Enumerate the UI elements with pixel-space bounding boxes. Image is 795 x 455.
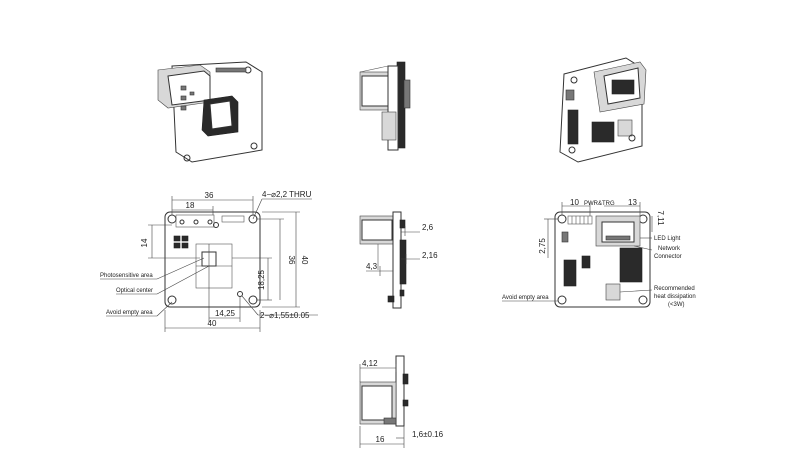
dim-40-width: 40	[208, 319, 217, 328]
dim-2-75: 2,75	[538, 238, 547, 254]
dim-10: 10	[570, 198, 579, 207]
dim-36: 36	[205, 191, 214, 200]
label-led-light: LED Light	[654, 236, 681, 242]
label-avoid-empty-area-back: Avoid empty area	[502, 295, 549, 301]
dim-40-vertical: 40	[300, 256, 309, 265]
label-heat-line-3: (<3W)	[668, 302, 685, 308]
dim-2-6: 2,6	[422, 223, 434, 232]
dim-18: 18	[186, 201, 195, 210]
dim-1-6: 1,6±0.16	[412, 430, 444, 439]
label-photosensitive-area: Photosensitive area	[100, 273, 153, 279]
dim-4-12: 4,12	[362, 359, 378, 368]
iso-back-view	[559, 57, 647, 163]
iso-front-view	[157, 61, 263, 163]
label-avoid-empty-area: Avoid empty area	[106, 310, 153, 316]
dim-16: 16	[376, 435, 385, 444]
side-view-2d: 2,6 2,16 4,3	[359, 211, 438, 309]
dim-18-25: 18,25	[257, 269, 266, 290]
dim-14-25: 14,25	[215, 309, 236, 318]
dim-2-16: 2,16	[422, 251, 438, 260]
label-connector: Connector	[654, 254, 682, 260]
iso-side-view	[359, 61, 411, 151]
front-view-2d: 36 18 14 18,25 36 40 14,25 40	[100, 190, 318, 332]
dim-7-11: 7,11	[656, 211, 665, 227]
bottom-view-2d: 4,12 16 1,6±0.16	[359, 355, 444, 448]
mount-hole-note: 4−⌀2,2 THRU	[262, 190, 312, 199]
label-pwr-trg: PWR&TRG	[584, 201, 615, 207]
label-heat-line-2: heat dissipation	[654, 294, 696, 300]
label-heat-line-1: Recommended	[654, 286, 695, 292]
label-network: Network	[658, 246, 681, 252]
dim-13: 13	[628, 198, 637, 207]
label-optical-center: Optical center	[116, 288, 153, 294]
back-view-2d: 10 13 PWR&TRG 2,75 7,11 LED Light Networ…	[502, 198, 696, 308]
locate-hole-note: 2−⌀1,55±0.05	[260, 311, 310, 320]
dim-14: 14	[140, 238, 149, 247]
dim-36-vertical: 36	[287, 256, 296, 265]
dim-4-3: 4,3	[366, 262, 378, 271]
